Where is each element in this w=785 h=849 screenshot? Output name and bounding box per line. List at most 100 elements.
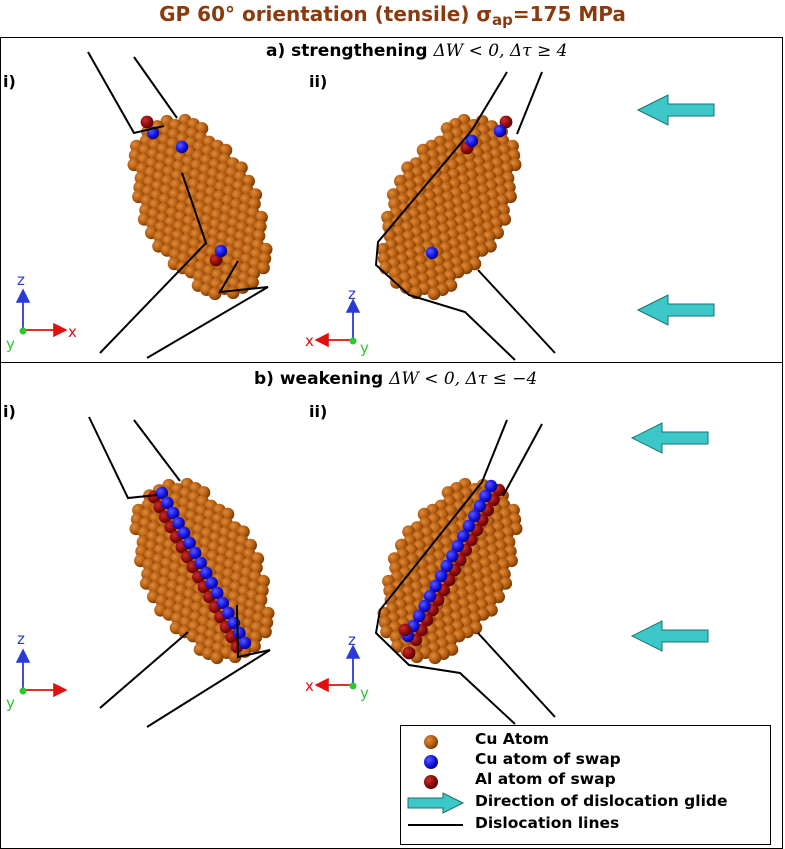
legend-label: Cu atom of swap — [475, 750, 621, 768]
al-swap-atom — [499, 115, 513, 129]
cu-swap-atom — [166, 506, 180, 520]
dislocation-lines-b-ii — [374, 419, 556, 725]
glide-arrow-b-bottom — [630, 620, 709, 652]
panel-b-sub-ii: ii) — [309, 402, 328, 421]
cu-swap-atom — [172, 516, 185, 530]
cu-swap-atom — [425, 246, 439, 260]
cu-atom — [246, 276, 259, 289]
cu-swap-atom — [423, 589, 437, 603]
cu-swap-atom — [194, 556, 207, 570]
cu-swap-atom — [177, 526, 191, 540]
axes-triad-a-i: z x y — [6, 271, 77, 353]
legend-item: Cu atom of swap — [401, 750, 772, 772]
glide-arrow-icon — [407, 792, 465, 814]
cu-swap-atom — [175, 140, 189, 154]
panel-a-sub-ii: ii) — [309, 72, 328, 91]
cu-swap-atom — [211, 586, 224, 600]
cu-swap-atom — [161, 496, 174, 510]
cu-atom — [226, 286, 240, 300]
cu-atom — [259, 625, 272, 639]
cu-swap-atom — [214, 244, 228, 258]
cu-swap-atom — [189, 546, 202, 560]
cu-swap-atom — [435, 569, 448, 583]
cu-swap-atom — [429, 579, 442, 593]
cu-swap-atom — [479, 489, 492, 503]
cu-swap-atom — [222, 606, 235, 620]
cu-atom — [257, 261, 270, 275]
axes-triad-a-ii: z x y — [305, 285, 369, 357]
cu-swap-atom — [155, 486, 169, 500]
axis-y-label: y — [6, 335, 15, 353]
cu-atom — [257, 574, 270, 588]
cu-swap-atom — [462, 519, 476, 533]
cluster-b-ii — [377, 477, 523, 665]
cu-swap-atom — [216, 596, 230, 610]
axis-y-label: y — [6, 694, 15, 712]
cu-swap-atom — [484, 479, 498, 493]
legend-item: Dislocation lines — [401, 814, 772, 836]
cluster-a-ii — [376, 113, 522, 301]
cu-swap-atom — [205, 576, 218, 590]
cu-swap-atom — [473, 499, 487, 513]
cu-atom — [210, 651, 224, 665]
cu-swap-icon — [424, 755, 438, 769]
axis-x-label: x — [305, 677, 314, 695]
cu-swap-atom — [412, 609, 426, 623]
axes-triad-b-ii: z x y — [305, 631, 369, 702]
axis-x-label: x — [68, 323, 77, 341]
glide-arrow-a-top — [636, 94, 715, 126]
panel-b-title: b) weakening ΔW < 0, Δτ ≤ −4 — [254, 369, 538, 389]
cluster-a-i — [127, 113, 273, 301]
dislocation-lines-a-i — [87, 51, 269, 359]
cu-swap-atom — [468, 509, 481, 523]
cu-atom — [427, 287, 441, 301]
al-swap-atom — [398, 623, 412, 637]
legend-label: Al atom of swap — [475, 770, 616, 788]
cluster-b-i — [129, 477, 275, 665]
panel-a-title: a) strengthening ΔW < 0, Δτ ≥ 4 — [266, 41, 568, 61]
axis-y-label: y — [360, 684, 369, 702]
axis-z-label: z — [17, 271, 25, 289]
cu-swap-atom — [238, 636, 252, 650]
dislocation-lines-a-ii — [374, 71, 556, 361]
glide-arrow-b-top — [630, 422, 709, 454]
cu-atom — [382, 574, 395, 588]
legend-label: Dislocation lines — [475, 814, 620, 832]
cu-atom — [208, 287, 222, 301]
cu-swap-atom — [451, 539, 464, 553]
cu-swap-atom — [457, 529, 470, 543]
cu-swap-atom — [465, 134, 479, 148]
legend-item: Cu Atom — [401, 730, 772, 752]
legend-item: Direction of dislocation glide — [401, 792, 772, 814]
cu-swap-atom — [233, 626, 246, 640]
cu-atom-icon — [424, 735, 438, 749]
panel-b-sub-i: i) — [3, 402, 16, 421]
axes-triad-b-i: z y — [6, 630, 68, 712]
cu-swap-atom — [183, 536, 196, 550]
figure-title: GP 60° orientation (tensile) σap=175 MPa — [159, 2, 626, 29]
panel-b-condition: ΔW < 0, Δτ ≤ −4 — [389, 369, 538, 389]
legend: Cu Atom Cu atom of swap Al atom of swap … — [400, 725, 771, 845]
cu-swap-atom — [446, 549, 459, 563]
cu-swap-atom — [493, 124, 507, 138]
axis-z-label: z — [348, 631, 356, 649]
panel-a-condition: ΔW < 0, Δτ ≥ 4 — [433, 41, 568, 61]
cu-swap-atom — [418, 599, 431, 613]
panel-a-sub-i: i) — [3, 72, 16, 91]
legend-item: Al atom of swap — [401, 770, 772, 792]
axis-x-label: x — [305, 332, 314, 350]
cu-atom — [380, 625, 393, 639]
dislocation-line-icon — [408, 824, 463, 826]
axis-y-label: y — [360, 339, 369, 357]
glide-arrow-a-bottom — [636, 294, 715, 326]
axis-z-label: z — [17, 630, 25, 648]
legend-label: Direction of dislocation glide — [475, 792, 728, 810]
cu-atom — [381, 210, 394, 224]
cu-swap-atom — [440, 559, 453, 573]
dislocation-lines-b-i — [88, 416, 271, 728]
cu-atom — [255, 210, 268, 224]
legend-label: Cu Atom — [475, 730, 550, 748]
cu-atom — [428, 651, 442, 665]
cu-swap-atom — [200, 566, 213, 580]
